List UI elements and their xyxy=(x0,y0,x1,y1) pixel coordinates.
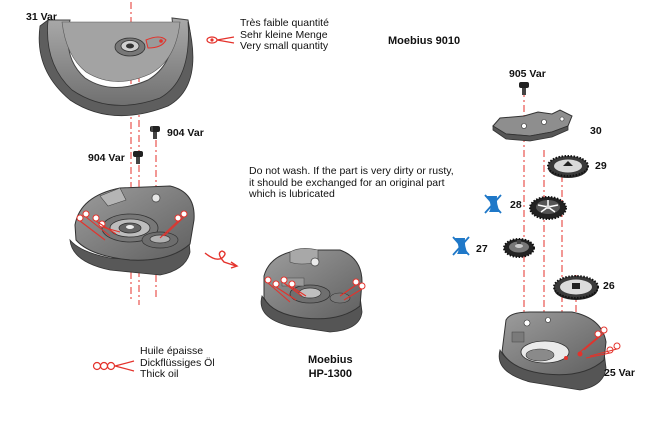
part-31-oscillating-weight xyxy=(38,17,194,117)
oil-small-en: Very small quantity xyxy=(240,40,329,52)
oil-product-bottom: Moebius HP-1300 xyxy=(308,353,353,381)
automatic-module-assembly xyxy=(69,185,195,276)
oil-thick-fr: Huile épaisse xyxy=(140,345,204,357)
oil-small-de: Sehr kleine Menge xyxy=(240,28,328,41)
screw-icon xyxy=(150,126,160,139)
part-label-31: 31 Var xyxy=(26,11,57,23)
oil-thick-legend: Huile épaisse Dickflüssiges Öl Thick oil xyxy=(140,345,215,381)
part-label-29: 29 xyxy=(595,160,607,172)
oil-thick-de: Dickflüssiges Öl xyxy=(140,356,215,369)
oil-product-top: Moebius 9010 xyxy=(388,35,461,47)
part-label-25: 25 Var xyxy=(604,367,635,379)
part-label-26: 26 xyxy=(603,280,615,292)
wash-note-line-2: it should be exchanged for an original p… xyxy=(249,176,445,189)
wash-note-line-1: Do not wash. If the part is very dirty o… xyxy=(249,165,454,177)
part-label-904-upper: 904 Var xyxy=(167,127,204,139)
oil-drop-icon xyxy=(206,36,235,44)
part-label-27: 27 xyxy=(476,243,488,255)
screw-icon xyxy=(519,82,529,95)
wash-note-line-3: which is lubricated xyxy=(249,188,335,200)
part-29-gear xyxy=(547,155,589,178)
screw-icon xyxy=(133,151,143,164)
oil-drops-icon xyxy=(92,360,135,372)
oil-product-bottom-line-2: HP-1300 xyxy=(308,368,353,380)
wash-note: Do not wash. If the part is very dirty o… xyxy=(249,165,454,201)
do-not-wash-icon xyxy=(452,236,470,256)
oil-thick-en: Thick oil xyxy=(140,368,179,380)
part-25-mainplate xyxy=(498,311,621,391)
do-not-wash-icon xyxy=(484,194,502,214)
part-label-30: 30 xyxy=(590,125,602,137)
part-26-gear xyxy=(553,275,599,300)
arrow-icon xyxy=(204,250,239,269)
part-label-904-lower: 904 Var xyxy=(88,152,125,164)
part-28-gear xyxy=(529,196,567,220)
part-30-bridge xyxy=(492,109,573,142)
part-label-905: 905 Var xyxy=(509,68,546,80)
barrel-bridge-assembly xyxy=(260,248,366,333)
part-label-28: 28 xyxy=(510,199,522,211)
oil-product-bottom-line-1: Moebius xyxy=(308,354,353,366)
part-27-gear xyxy=(503,238,535,258)
oil-small-legend: Très faible quantité Sehr kleine Menge V… xyxy=(240,17,329,53)
oil-small-fr: Très faible quantité xyxy=(240,17,329,29)
